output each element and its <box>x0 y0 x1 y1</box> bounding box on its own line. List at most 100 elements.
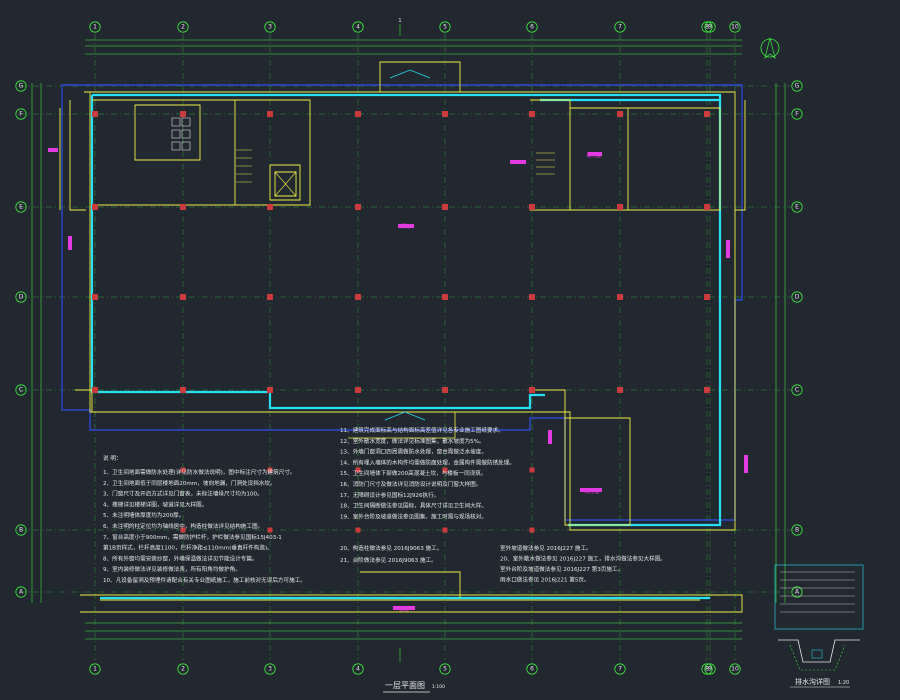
note-line: 10、凡设备留洞及预埋件请配合有关专业图纸施工，施工前核对无误后方可施工。 <box>103 576 306 584</box>
column-marker <box>704 387 710 393</box>
label-ramp: 坡道 <box>399 606 409 613</box>
detail-scale: 1:20 <box>838 680 849 686</box>
column-marker <box>442 111 448 117</box>
axis-label-row-D: D <box>19 294 24 301</box>
axis-bubble-col-2 <box>177 663 189 675</box>
column-marker <box>267 111 273 117</box>
axis-label-row-G: G <box>19 83 24 90</box>
column-marker <box>442 204 448 210</box>
column-marker <box>529 527 535 533</box>
axis-bubble-col-5 <box>439 663 451 675</box>
room-labels: 门厅 配电室 消控室 坡道 1 <box>398 18 601 613</box>
axis-label-row-G: G <box>795 83 800 90</box>
column-marker <box>180 294 186 300</box>
axis-label-row-E: E <box>795 204 799 211</box>
axis-bubble-row-D <box>791 291 803 303</box>
column-marker <box>180 111 186 117</box>
axis-bubble-col-8 <box>701 21 713 33</box>
column-marker <box>355 111 361 117</box>
axis-label-row-B: B <box>19 527 23 534</box>
note-line: 16、消防门尺寸及做法详见消防设计说明及门窗大样图。 <box>340 480 481 488</box>
axis-bubble-col-4 <box>352 663 364 675</box>
axis-bubble-col-10 <box>729 663 741 675</box>
column-marker <box>267 387 273 393</box>
note-line: 室外坡道做法参见 2016J227 施工。 <box>500 544 592 552</box>
axis-label-col-4: 4 <box>356 24 360 31</box>
note-line: 13、外墙门窗洞口四周需做防水处理，窗台需做泛水坡度。 <box>340 448 487 456</box>
column-marker <box>267 204 273 210</box>
axis-label-row-F: F <box>19 111 23 118</box>
column-marker <box>355 294 361 300</box>
column-marker <box>180 387 186 393</box>
axis-bubble-row-D <box>15 291 27 303</box>
axis-bubble-row-B <box>791 524 803 536</box>
axis-bubble-row-B <box>15 524 27 536</box>
note-line: 14、所有埋入墙体的木构件均需做防腐处理，金属构件需做防锈处理。 <box>340 458 515 466</box>
note-line: 4、楼梯详见楼梯详图，坡道详见大样图。 <box>103 500 207 508</box>
column-marker <box>704 111 710 117</box>
column-marker <box>617 294 623 300</box>
axis-label-col-5: 5 <box>443 666 447 673</box>
column-marker <box>529 294 535 300</box>
axis-bubble-col-6 <box>526 21 538 33</box>
column-marker <box>529 467 535 473</box>
note-line: 6、未注明的柱定位均为轴线居中，构造柱做法详见结构施工图。 <box>103 522 263 530</box>
column-marker <box>267 527 273 533</box>
label-main-hall: 门厅 <box>401 223 411 230</box>
label-room-bottom-right: 消控室 <box>584 488 599 495</box>
magenta-annotations <box>48 148 748 610</box>
axis-bubble-col-3 <box>264 21 276 33</box>
note-line: 21、台阶做法参见 2016J9063 施工。 <box>340 556 437 564</box>
column-marker <box>617 204 623 210</box>
column-marker <box>355 467 361 473</box>
axis-label-col-9: 9 <box>708 666 712 673</box>
label-room-right: 配电室 <box>586 152 601 159</box>
axis-bubble-row-C <box>15 384 27 396</box>
axis-label-col-1: 1 <box>93 666 97 673</box>
design-notes: 说 明： 1、卫生间地面需做防水处理(详见防水做法说明)，图中标注尺寸为建筑尺寸… <box>103 426 666 584</box>
axis-label-row-D: D <box>795 294 800 301</box>
axis-bubble-col-6 <box>526 663 538 675</box>
column-marker <box>617 387 623 393</box>
axis-bubble-row-G <box>791 80 803 92</box>
note-line: 第1B页样式，栏杆高度1100，栏杆净距≤110mm(垂直杆件构造)。 <box>103 544 273 552</box>
axis-bubble-row-G <box>15 80 27 92</box>
axis-bubble-col-7 <box>614 663 626 675</box>
column-marker <box>529 387 535 393</box>
axis-bubble-col-4 <box>352 21 364 33</box>
axis-bubble-row-E <box>791 201 803 213</box>
column-marker <box>92 204 98 210</box>
axis-bubble-row-C <box>791 384 803 396</box>
note-line: 9、室内装修做法详见装修做法表，所有阳角均做护角。 <box>103 565 241 573</box>
note-line: 18、卫生间隔断做法参见国标，具体尺寸详见卫生间大样。 <box>340 502 487 510</box>
column-marker <box>180 527 186 533</box>
axis-label-col-5: 5 <box>443 24 447 31</box>
axis-bubble-col-3 <box>264 663 276 675</box>
drainage-detail: 排水沟详图 1:20 <box>774 564 864 688</box>
axis-label-row-C: C <box>795 387 799 394</box>
dimension-lines <box>31 24 786 662</box>
axis-bubble-col-8 <box>701 663 713 675</box>
column-marker <box>529 204 535 210</box>
note-line: 8、所有外窗均需安装纱窗，外墙保温做法详见节能设计专篇。 <box>103 554 258 562</box>
axis-label-col-6: 6 <box>530 666 534 673</box>
column-marker <box>180 467 186 473</box>
column-marker <box>180 204 186 210</box>
axis-label-row-A: A <box>795 589 800 596</box>
axis-bubble-row-E <box>15 201 27 213</box>
axis-bubble-col-7 <box>614 21 626 33</box>
axis-label-col-4: 4 <box>356 666 360 673</box>
column-marker <box>267 294 273 300</box>
drawing-scale: 1:100 <box>432 684 445 690</box>
note-line: 17、无障碍设计参见国标12J926执行。 <box>340 491 439 499</box>
column-marker <box>355 527 361 533</box>
note-line: 3、门窗尺寸及开启方式详见门窗表，未标注墙垛尺寸均为100。 <box>103 490 263 498</box>
entrance-canopy <box>80 61 743 613</box>
column-marker <box>355 204 361 210</box>
note-line: 20、室外散水做法参见 2016J227 施工，排水沟做法参见大样图。 <box>500 555 666 563</box>
axis-bubble-col-10 <box>729 21 741 33</box>
axis-bubble-col-1 <box>89 663 101 675</box>
column-marker <box>704 204 710 210</box>
axis-label-row-E: E <box>19 204 23 211</box>
